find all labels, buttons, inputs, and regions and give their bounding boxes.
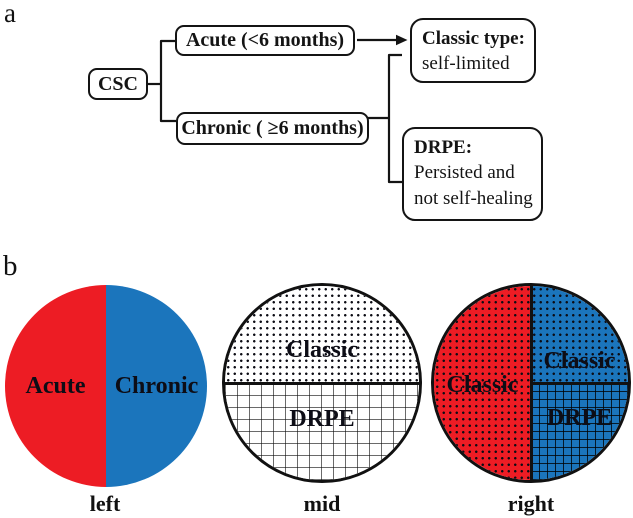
acute-arrow-head [396,34,408,46]
pie-caption-left: left [89,491,121,516]
pie-right-drpe-label: DRPE [546,405,613,431]
pie-right-classic-blue-label: Classic [543,348,616,374]
panel-a-label: a [4,0,16,28]
pie-right-classic-red-slice [434,286,531,480]
pie-left-acute-label: Acute [25,373,86,399]
flowchart-connectors [148,34,408,184]
classic-type-title: Classic type: [422,28,525,49]
pie-mid-drpe-slice [225,383,419,480]
drpe-title: DRPE: [414,137,473,158]
pie-caption-right: right [507,491,555,516]
pie-right-classic-blue-slice [531,286,628,383]
pie-left-acute-slice [5,285,106,487]
chronic-text: Chronic ( ≥6 months) [181,117,364,139]
pie-mid: Classic DRPE [222,283,422,483]
classic-type-subtitle: self-limited [422,53,510,75]
pie-right: Classic Classic DRPE [431,283,631,483]
pie-mid-horizontal-divider [225,381,419,385]
csc-bracket [159,39,176,123]
pie-caption-mid: mid [303,491,341,516]
flowchart-node-csc: CSC [88,68,148,100]
acute-text: Acute (<6 months) [185,29,345,51]
pie-left: Acute Chronic [5,285,207,487]
flowchart-node-drpe: DRPE: Persisted and not self-healing [402,127,543,221]
flowchart-node-chronic: Chronic ( ≥6 months) [176,112,369,145]
pie-left-chronic-label: Chronic [114,373,199,399]
pie-right-classic-red-label: Classic [446,372,519,398]
csc-text: CSC [97,72,138,95]
drpe-subtitle-1: Persisted and [414,162,515,184]
pie-left-chronic-slice [106,285,207,487]
pie-right-drpe-slice [531,383,628,480]
pie-mid-classic-slice [225,286,419,383]
drpe-subtitle-2: not self-healing [414,187,533,209]
flowchart-node-classic-type: Classic type: self-limited [410,18,536,83]
chronic-bracket [387,53,402,184]
panel-b-label: b [3,250,18,282]
pie-right-horizontal-divider [531,381,628,385]
pie-mid-classic-label: Classic [286,337,358,363]
flowchart-node-acute: Acute (<6 months) [175,25,355,56]
pie-mid-drpe-label: DRPE [289,406,355,432]
